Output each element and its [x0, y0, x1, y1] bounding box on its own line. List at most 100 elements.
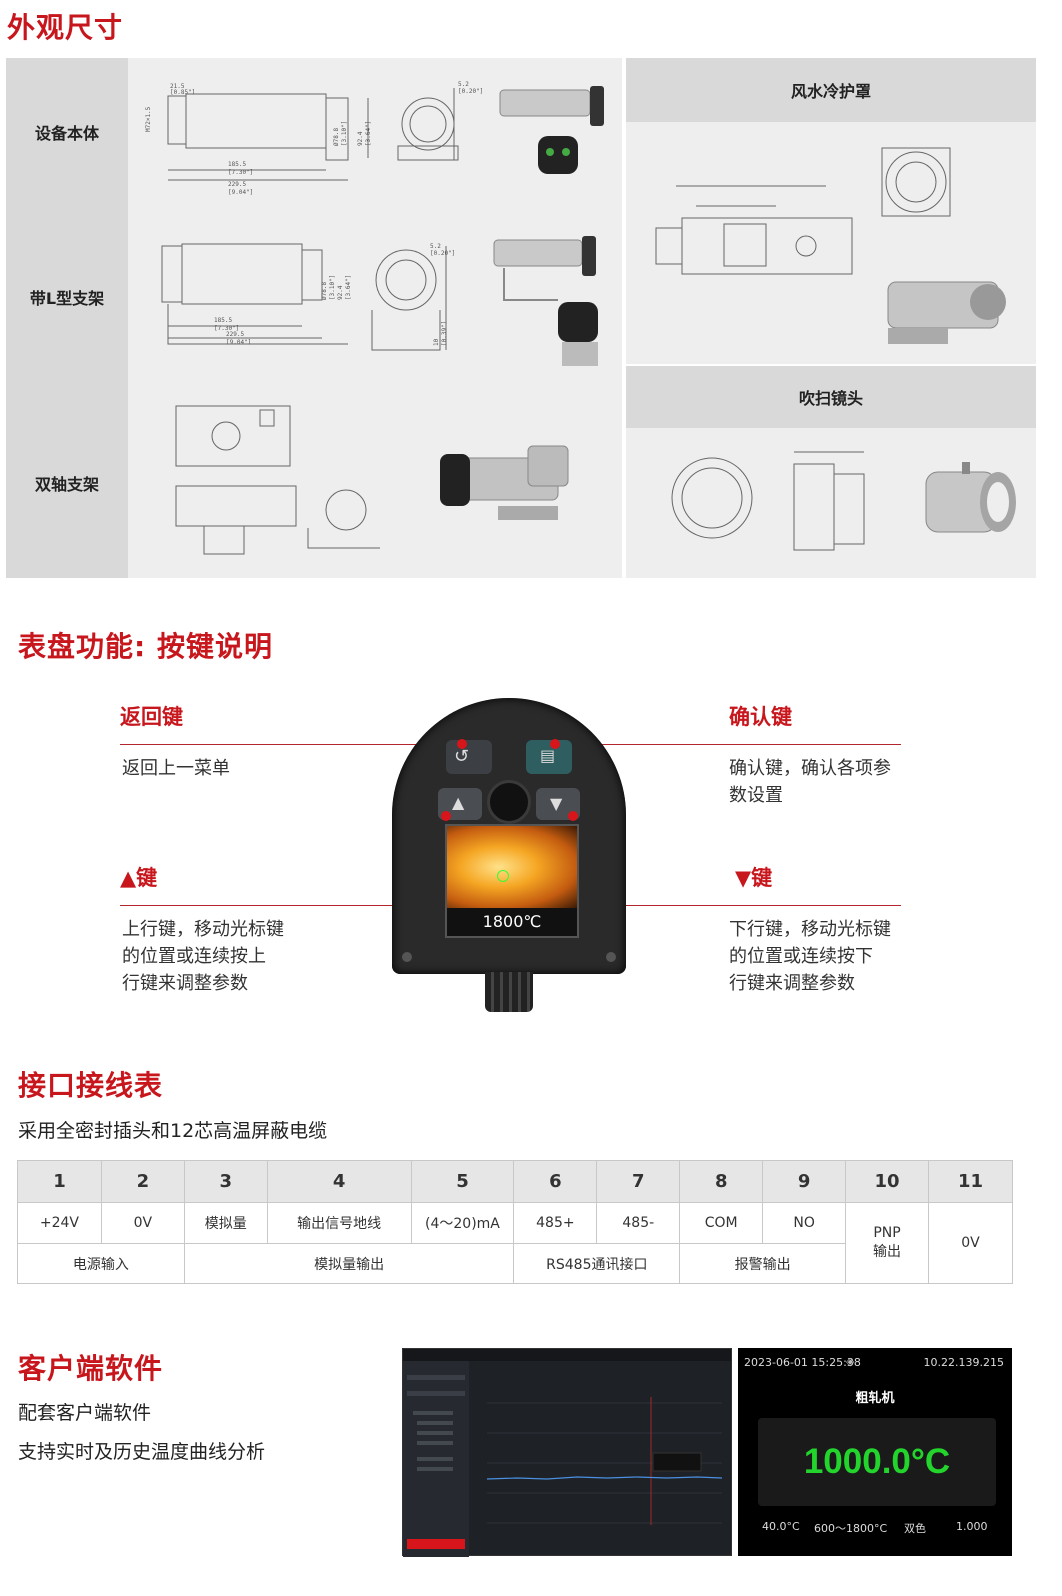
sw-sidebar-item [407, 1391, 465, 1396]
panel-temp-box: 1000.0°C [758, 1418, 996, 1506]
software-line: 支持实时及历史温度曲线分析 [18, 1441, 266, 1463]
table-row: 1 2 3 4 5 6 7 8 9 10 11 [17, 1160, 1014, 1203]
key-title-confirm: 确认键 [729, 705, 792, 729]
pin-value: (4～20)mA [410, 1202, 515, 1244]
dim-drawing-l-bracket: 185.5 [7.30"] 229.5 [9.04"] Ø78.8 [3.10"… [128, 206, 622, 388]
section-title-dimensions: 外观尺寸 [7, 11, 124, 44]
cable-connector [485, 972, 533, 1012]
dim-label-text: 185.5 [214, 317, 232, 324]
key-title-back: 返回键 [120, 705, 183, 729]
dim-label-text: 229.5 [228, 181, 246, 188]
pin-value: NO [762, 1202, 847, 1244]
key-line-down [600, 905, 901, 906]
wiring-subtitle: 采用全密封插头和12芯高温屏蔽电缆 [18, 1120, 328, 1142]
sw-temperature-chart [486, 1397, 723, 1525]
table-row: +24V 0V 模拟量 输出信号地线 (4～20)mA 485+ 485- CO… [17, 1202, 1014, 1284]
target-crosshair [497, 870, 509, 882]
device-faceplate: ↺ ▤ ▲ ▼ 1800℃ [392, 698, 626, 974]
dim-row-body: 设备本体 21.5 [0.85"] M72×1.5 [6, 58, 622, 206]
dim-label-text: [3.64"] [345, 275, 352, 300]
dim-label-text: [9.04"] [226, 339, 251, 346]
temperature-panel: 2023-06-01 15:25:38 ◈ 10.22.139.215 粗轧机 … [738, 1348, 1012, 1556]
group-alarm: 报警输出 [679, 1243, 847, 1284]
pin-header: 1 [17, 1160, 102, 1203]
pin-value: 输出信号地线 [266, 1202, 412, 1244]
pin-header: 3 [183, 1160, 268, 1203]
software-screenshot [402, 1348, 732, 1557]
pin-header: 8 [679, 1160, 764, 1203]
pin-value-11: 0V [927, 1202, 1014, 1284]
key-desc-back: 返回上一菜单 [122, 758, 230, 779]
section-title-software: 客户端软件 [18, 1352, 164, 1385]
down-arrow-icon: ▼ [550, 794, 563, 813]
key-line-up [120, 905, 446, 906]
dim-head-cooling-jacket: 风水冷护罩 [626, 58, 1036, 122]
callout-dot-confirm [550, 739, 560, 749]
screen-temperature: 1800℃ [482, 912, 542, 931]
back-button[interactable]: ↺ [446, 740, 492, 774]
wiring-table: 1 2 3 4 5 6 7 8 9 10 11 +24V 0V 模拟量 输出信号… [17, 1160, 1014, 1284]
confirm-icon: ▤ [540, 746, 556, 765]
group-power: 电源输入 [17, 1243, 185, 1284]
sw-sidebar-item [413, 1411, 453, 1415]
panel-temperature: 1000.0°C [803, 1442, 951, 1481]
dim-label-text: Ø78.8 [333, 128, 340, 146]
pin-header: 10 [845, 1160, 929, 1203]
dim-head-purge-lens: 吹扫镜头 [626, 366, 1036, 428]
dim-label-text: [9.04"] [228, 189, 253, 196]
key-desc-down: 下行键，移动光标键 的位置或连续按下 行键来调整参数 [729, 919, 891, 994]
dim-label-text: [7.30"] [228, 169, 253, 176]
pin-value: +24V [17, 1202, 102, 1244]
device-photo [499, 86, 604, 174]
camera-lens [487, 780, 531, 824]
dim-label-text: [0.39"] [441, 321, 448, 346]
device-photo [493, 236, 598, 366]
up-arrow-icon: ▲ [452, 793, 465, 812]
group-rs485: RS485通讯接口 [513, 1243, 681, 1284]
panel-mode: 双色 [904, 1522, 926, 1535]
device-screen: 1800℃ [445, 824, 579, 938]
dim-label-text: 229.5 [226, 331, 244, 338]
dim-label-text: [3.10"] [341, 121, 348, 146]
sw-sidebar-item [417, 1467, 453, 1471]
confirm-button[interactable]: ▤ [526, 740, 572, 774]
dim-label-text: [0.20"] [458, 88, 483, 95]
section-title-keys: 表盘功能: 按键说明 [18, 630, 273, 663]
callout-dot-back [457, 739, 467, 749]
dim-label-body: 设备本体 [6, 58, 128, 206]
dim-label-text: M72×1.5 [145, 106, 152, 132]
key-title-up: ▲键 [120, 866, 158, 890]
panel-ambient: 40.0°C [762, 1520, 800, 1533]
key-title-down: ▼键 [735, 866, 773, 890]
pin-value: 模拟量 [183, 1202, 268, 1244]
dim-label-text: Ø78.8 [321, 282, 328, 300]
key-desc-confirm: 确认键，确认各项参 数设置 [729, 758, 891, 806]
pin-value: COM [679, 1202, 764, 1244]
sw-sidebar-item [407, 1375, 465, 1380]
panel-datetime: 2023-06-01 15:25:38 [744, 1356, 861, 1369]
back-icon: ↺ [454, 746, 470, 767]
panel-range: 600～1800°C [814, 1522, 888, 1535]
sw-sidebar-item [417, 1421, 453, 1425]
purge-lens-photo [925, 462, 1016, 533]
dim-row-l-bracket: 带L型支架 185.5 [7.30"] 229.5 [6, 206, 622, 388]
pin-header: 2 [100, 1160, 185, 1203]
panel-device-name: 粗轧机 [855, 1391, 895, 1406]
sw-titlebar [403, 1349, 731, 1361]
dim-label-l-bracket: 带L型支架 [6, 206, 128, 388]
screw-icon [402, 952, 412, 962]
dim-label-text: 5.2 [430, 243, 441, 250]
sw-sidebar-item [417, 1441, 453, 1445]
dim-label-text: 10 [433, 338, 440, 346]
panel-emissivity: 1.000 [956, 1520, 988, 1533]
dim-label-text: [0.85"] [170, 89, 195, 96]
dim-drawing-body: 21.5 [0.85"] M72×1.5 185.5 [7.30"] 229.5… [128, 58, 622, 206]
dim-label-text: [3.64"] [365, 121, 372, 146]
dim-panel-cooling-jacket: 风水冷护罩 [626, 58, 1036, 364]
dim-panel-purge-lens: 吹扫镜头 [626, 366, 1036, 578]
thermal-image [447, 826, 577, 908]
key-line-back [120, 744, 462, 745]
screw-icon [606, 952, 616, 962]
dim-label-text: [3.10"] [329, 275, 336, 300]
dim-row-dual-axis: 双轴支架 [6, 388, 622, 578]
